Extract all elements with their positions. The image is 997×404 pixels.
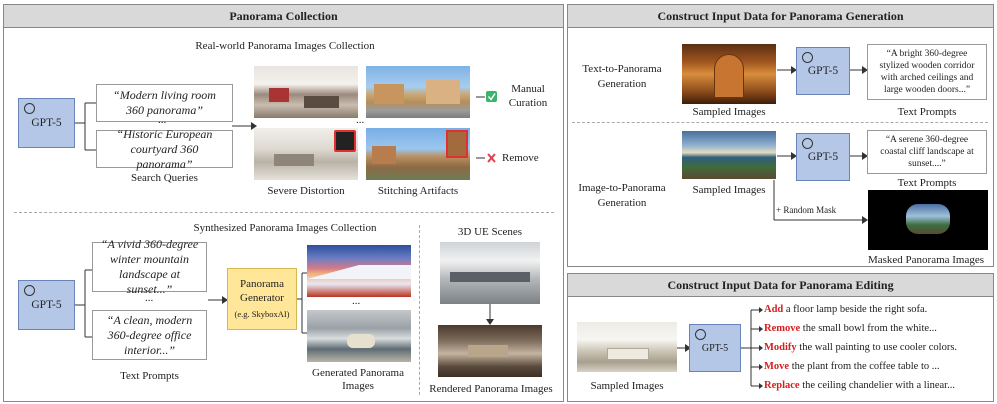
images-ellipsis: ... — [356, 114, 365, 126]
openai-icon — [24, 103, 35, 114]
masked-panorama-label: Masked Panorama Images — [867, 254, 985, 266]
t2p-sampled-label: Sampled Images — [692, 106, 766, 118]
panel-title: Construct Input Data for Panorama Genera… — [568, 5, 993, 28]
gpt-to-queries-connector — [75, 102, 97, 151]
generator-to-images-connector — [297, 272, 307, 334]
random-mask-arrow — [773, 180, 868, 224]
generation-divider — [572, 122, 988, 123]
synth-prompt-1: “A vivid 360-degree winter mountain land… — [92, 237, 207, 296]
editing-instruction-connectors — [741, 307, 763, 389]
gpt5-box-synth: GPT-5 — [18, 280, 75, 330]
openai-icon — [695, 329, 706, 340]
prompt-ellipsis: ... — [145, 292, 154, 304]
prompts-to-generator-arrow — [208, 296, 228, 304]
ue-to-rendered-arrow — [486, 304, 494, 325]
t2p-label: Text-to-Panorama Generation — [582, 63, 662, 90]
openai-icon — [24, 285, 35, 296]
query-ellipsis: ... — [158, 114, 167, 126]
gpt5-label: GPT-5 — [807, 151, 839, 163]
gpt5-box-t2p: GPT-5 — [796, 47, 850, 95]
living-room-panorama-image — [254, 66, 358, 118]
stitching-artifacts-image — [366, 128, 470, 180]
i2p-sampled-label: Sampled Images — [692, 184, 766, 196]
text-prompts-label: Text Prompts — [120, 370, 179, 382]
edit-instruction-replace: Replace the ceiling chandelier with a li… — [764, 380, 955, 391]
vertical-divider — [419, 225, 420, 395]
search-query-2: “Historic European courtyard 360 panoram… — [96, 127, 233, 171]
wooden-corridor-sampled-image — [682, 44, 776, 104]
edit-instruction-move: Move the plant from the coffee table to … — [764, 361, 940, 372]
generator-label: Panorama Generator — [240, 278, 284, 304]
edit-instruction-remove: Remove the small bowl from the white... — [764, 323, 937, 334]
panorama-collection-panel: Panorama Collection — [3, 4, 564, 402]
generated-ellipsis: ... — [352, 295, 361, 307]
rendered-panorama-image — [438, 325, 542, 377]
office-interior-generated-image — [307, 310, 411, 362]
search-queries-label: Search Queries — [131, 172, 198, 184]
gpt5-label: GPT-5 — [31, 299, 62, 311]
panorama-generation-panel: Construct Input Data for Panorama Genera… — [567, 4, 994, 267]
severe-distortion-label: Severe Distortion — [267, 185, 345, 197]
t2p-gpt-to-prompt-arrow — [850, 66, 868, 74]
real-world-section-title: Real-world Panorama Images Collection — [195, 40, 375, 52]
manual-curation-label: Manual Curation — [508, 83, 548, 109]
ue-scene-image — [440, 242, 540, 304]
panorama-generator-box: Panorama Generator (e.g. SkyboxAI) — [227, 268, 297, 330]
editing-sampled-label: Sampled Images — [590, 380, 664, 392]
t2p-image-to-gpt-arrow — [777, 66, 797, 74]
gpt5-box-editing: GPT-5 — [689, 324, 741, 372]
coastal-cliff-sampled-image — [682, 131, 776, 179]
severe-distortion-image — [254, 128, 358, 180]
i2p-gpt-to-prompt-arrow — [850, 152, 868, 160]
panel-title: Construct Input Data for Panorama Editin… — [568, 274, 993, 297]
stitching-artifacts-label: Stitching Artifacts — [377, 185, 459, 197]
masked-panorama-image — [868, 190, 988, 250]
gpt5-label: GPT-5 — [31, 117, 62, 129]
generated-panorama-label: Generated Panorama Images — [312, 367, 404, 392]
gpt5-box-i2p: GPT-5 — [796, 133, 850, 181]
rendered-panorama-label: Rendered Panorama Images — [429, 383, 553, 395]
check-icon — [476, 91, 497, 102]
gpt-to-prompts-connector — [75, 269, 93, 338]
queries-to-images-arrow — [232, 122, 257, 130]
i2p-text-prompts-label: Text Prompts — [897, 177, 957, 189]
living-room-sampled-image — [577, 322, 677, 372]
t2p-text-prompts-label: Text Prompts — [897, 106, 957, 118]
synthesized-section-title: Synthesized Panorama Images Collection — [193, 222, 377, 234]
synth-prompt-2: “A clean, modern 360-degree office inter… — [92, 310, 207, 360]
winter-mountain-generated-image — [307, 245, 411, 297]
openai-icon — [802, 52, 813, 63]
gpt5-label: GPT-5 — [807, 65, 839, 77]
i2p-label: Image-to-Panorama Generation — [578, 182, 666, 209]
panel-title: Panorama Collection — [4, 5, 563, 28]
i2p-image-to-gpt-arrow — [777, 152, 797, 160]
search-query-1: “Modern living room 360 panorama” — [96, 84, 233, 122]
gpt5-box-search: GPT-5 — [18, 98, 75, 148]
remove-label: Remove — [502, 152, 539, 164]
panorama-editing-panel: Construct Input Data for Panorama Editin… — [567, 273, 994, 402]
ue-scenes-label: 3D UE Scenes — [457, 226, 523, 238]
gpt5-label: GPT-5 — [701, 342, 729, 354]
section-divider — [14, 212, 554, 213]
cross-icon — [476, 153, 496, 163]
t2p-text-prompt: “A bright 360-degree stylized wooden cor… — [867, 44, 987, 100]
courtyard-panorama-image — [366, 66, 470, 118]
editing-image-to-gpt-arrow — [677, 344, 691, 352]
i2p-text-prompt: “A serene 360-degree coastal cliff lands… — [867, 130, 987, 174]
edit-instruction-add: Add a floor lamp beside the right sofa. — [764, 304, 928, 315]
edit-instruction-modify: Modify the wall painting to use cooler c… — [764, 342, 958, 353]
random-mask-label: + Random Mask — [776, 205, 837, 215]
openai-icon — [802, 138, 813, 149]
generator-sub: (e.g. SkyboxAI) — [234, 309, 290, 319]
